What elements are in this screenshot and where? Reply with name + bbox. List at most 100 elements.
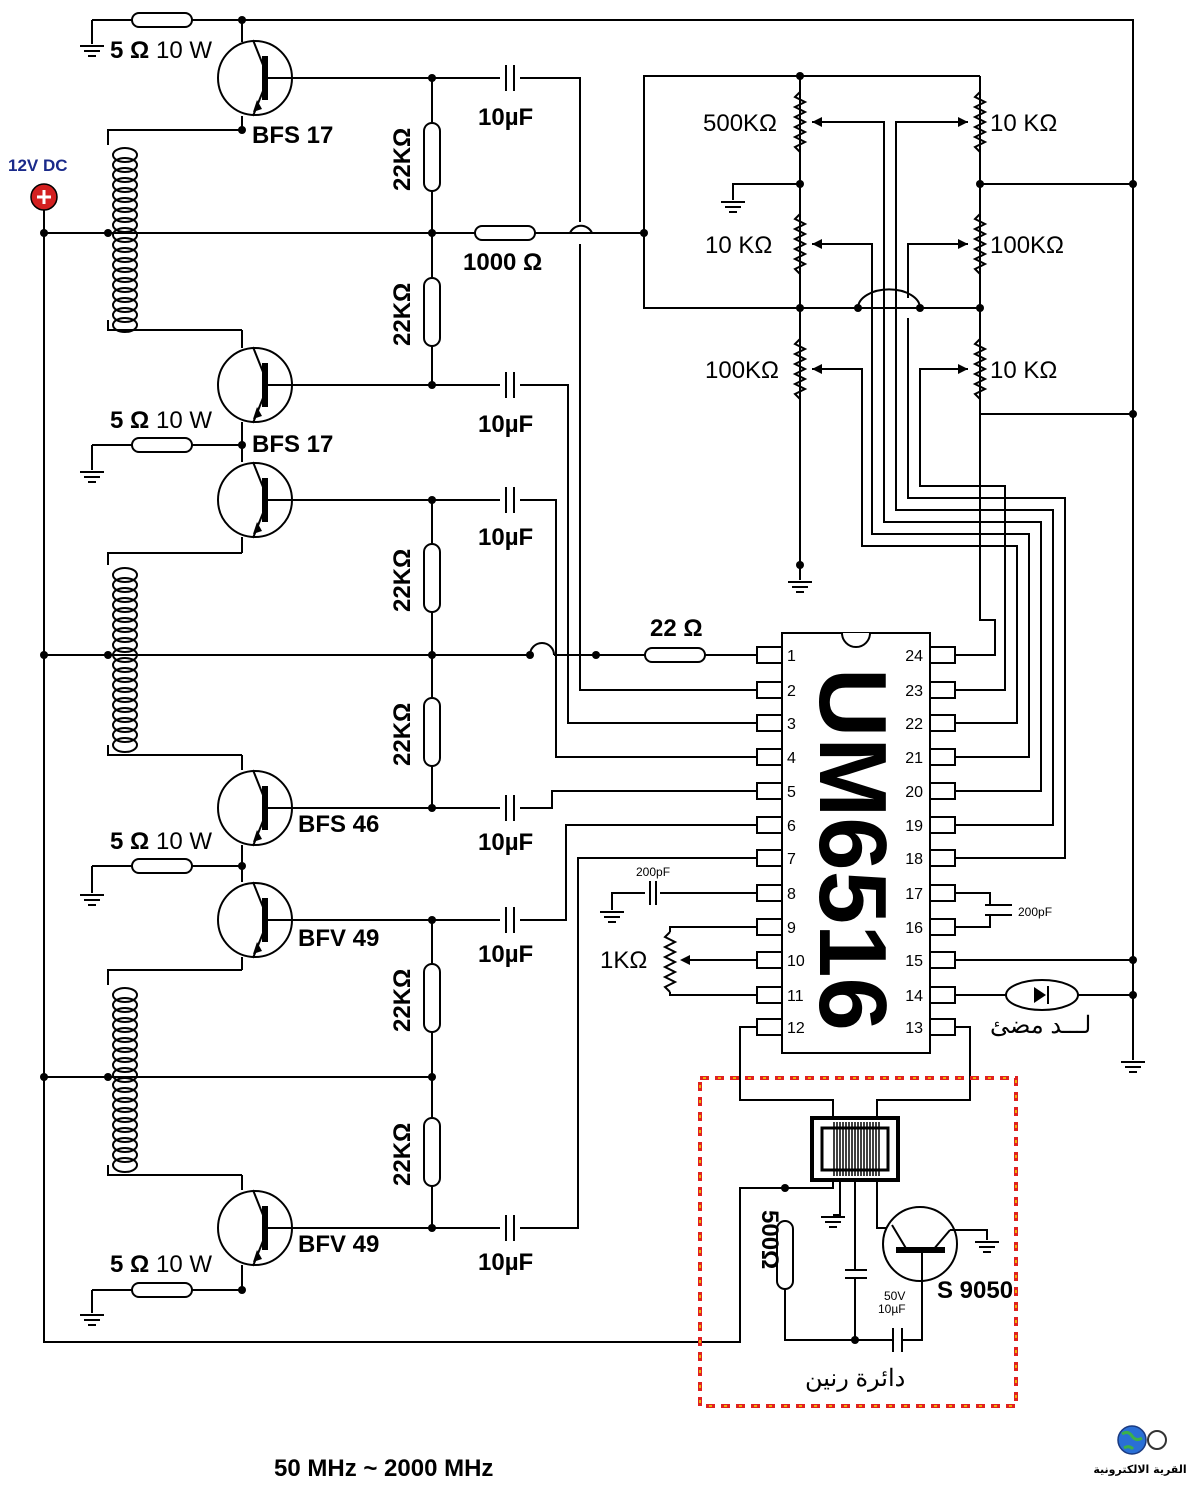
- ic-pin-box: [929, 849, 956, 867]
- bias-resistor-label: 22KΩ: [389, 703, 416, 766]
- resonance-cap-voltage: 50V: [884, 1289, 905, 1303]
- ic-pin-label: 13: [905, 1020, 923, 1037]
- ic-pin-box: [929, 1018, 956, 1036]
- ic-pin-box: [929, 748, 956, 766]
- ic-pin-box: [756, 884, 783, 902]
- emitter-resistor-power: 10 W: [156, 1251, 212, 1278]
- emitter-resistor-power: 10 W: [156, 828, 212, 855]
- ic-pin-box: [929, 951, 956, 969]
- ic-pin-label: 14: [905, 988, 923, 1005]
- pot-label-right-1: 10 KΩ: [990, 110, 1057, 137]
- ic-pin-label: 4: [787, 750, 796, 767]
- coupling-capacitor-label: 10µF: [478, 941, 533, 968]
- coupling-capacitor-label: 10µF: [478, 524, 533, 551]
- transistor-q3: [218, 462, 295, 538]
- ic-pin-label: 9: [787, 920, 796, 937]
- transistor-label-q5: BFV 49: [298, 1231, 379, 1258]
- resonance-label: دائرة رنين: [805, 1365, 905, 1392]
- bias-resistor-label: 22KΩ: [389, 549, 416, 612]
- pot-pin10-label: 1KΩ: [600, 947, 647, 974]
- coupling-capacitor-label: 10µF: [478, 829, 533, 856]
- emitter-resistor-power: 10 W: [156, 407, 212, 434]
- coupling-capacitor-label: 10µF: [478, 411, 533, 438]
- ic-pin-box: [756, 714, 783, 732]
- pot-label-left-3: 100KΩ: [705, 357, 779, 384]
- ic-pin-box: [929, 714, 956, 732]
- pot-label-right-2: 100KΩ: [990, 232, 1064, 259]
- ic-pin-box: [929, 918, 956, 936]
- ic-pin-box: [756, 1018, 783, 1036]
- ic-pin-box: [929, 646, 956, 664]
- ic-pin-label: 23: [905, 683, 923, 700]
- ic-pin-label: 12: [787, 1020, 805, 1037]
- resonance-cap-value: 10µF: [878, 1302, 906, 1316]
- ic-pin-label: 10: [787, 953, 805, 970]
- bias-resistor-label: 22KΩ: [389, 128, 416, 191]
- ic-pin-label: 1: [787, 648, 796, 665]
- ic-pin-label: 18: [905, 851, 923, 868]
- emitter-resistor-value: 5 Ω: [110, 407, 149, 434]
- ic-pin-box: [756, 782, 783, 800]
- ic-pin-box: [929, 986, 956, 1004]
- pot-label-left-1: 500KΩ: [703, 110, 777, 137]
- resonance-circuit-box: [698, 1076, 1018, 1408]
- transformer-icon: [810, 1116, 900, 1182]
- pot-label-left-2: 10 KΩ: [705, 232, 772, 259]
- ic-pin-label: 22: [905, 716, 923, 733]
- transistor-label-q4: BFV 49: [298, 925, 379, 952]
- bias-resistor-label: 22KΩ: [389, 969, 416, 1032]
- coupling-capacitor-label: 10µF: [478, 104, 533, 131]
- bias-resistor-label: 22KΩ: [389, 283, 416, 346]
- transistor-s9050: [882, 1206, 958, 1282]
- pot-label-right-3: 10 KΩ: [990, 357, 1057, 384]
- feed-resistor-label: 1000 Ω: [463, 249, 542, 276]
- transistor-q1: [218, 40, 295, 116]
- ic-pin-box: [756, 951, 783, 969]
- emitter-resistor-value: 5 Ω: [110, 37, 149, 64]
- ic-pin-label: 5: [787, 784, 796, 801]
- transistor-label-s9050: S 9050: [937, 1277, 1013, 1304]
- led-icon: [1005, 979, 1079, 1011]
- logo-text: القرية الالكترونية: [1093, 1463, 1186, 1476]
- ic-pin-label: 8: [787, 886, 796, 903]
- transistor-q5: [218, 882, 295, 958]
- emitter-resistor-value: 5 Ω: [110, 828, 149, 855]
- ic-pin-box: [756, 849, 783, 867]
- ic-pin-label: 11: [787, 988, 804, 1005]
- ic-pin-label: 17: [905, 886, 923, 903]
- ic-pin-box: [756, 816, 783, 834]
- ic-pin-label: 7: [787, 851, 796, 868]
- emitter-resistor-value: 5 Ω: [110, 1251, 149, 1278]
- frequency-range: 50 MHz ~ 2000 MHz: [274, 1455, 493, 1482]
- ic-pin-box: [929, 816, 956, 834]
- transistor-label-q1: BFS 17: [252, 122, 333, 149]
- transistor-q4: [218, 770, 295, 846]
- ic-pin-box: [929, 884, 956, 902]
- ic-pin-box: [756, 918, 783, 936]
- ic-pin-label: 21: [905, 750, 923, 767]
- inductor-coils: [112, 147, 138, 1173]
- transistor-label-q2: BFS 17: [252, 431, 333, 458]
- ic-pin-label: 2: [787, 683, 796, 700]
- ic-pin-box: [756, 748, 783, 766]
- ic-pin-label: 3: [787, 716, 796, 733]
- bias-resistor-label: 22KΩ: [389, 1123, 416, 1186]
- transistor-label-q3: BFS 46: [298, 811, 379, 838]
- cap-pin8-label: 200pF: [636, 865, 670, 879]
- emitter-resistor-power: 10 W: [156, 37, 212, 64]
- resonance-resistor-label: 500Ω: [756, 1210, 783, 1269]
- ic-name: UM6516: [799, 668, 906, 1031]
- cap-pin16-label: 200pF: [1018, 905, 1052, 919]
- ic-pin-label: 16: [905, 920, 923, 937]
- led-label: لـــد مضئ: [990, 1012, 1091, 1039]
- ic-pin-label: 19: [905, 818, 923, 835]
- ic-pin-box: [929, 681, 956, 699]
- ic-pin-label: 20: [905, 784, 923, 801]
- supply-label: 12V DC: [8, 156, 68, 175]
- logo-globe-icon: [1117, 1425, 1167, 1455]
- ic-pin-label: 24: [905, 648, 923, 665]
- ic-pin-box: [756, 646, 783, 664]
- transistor-q6: [218, 1190, 295, 1266]
